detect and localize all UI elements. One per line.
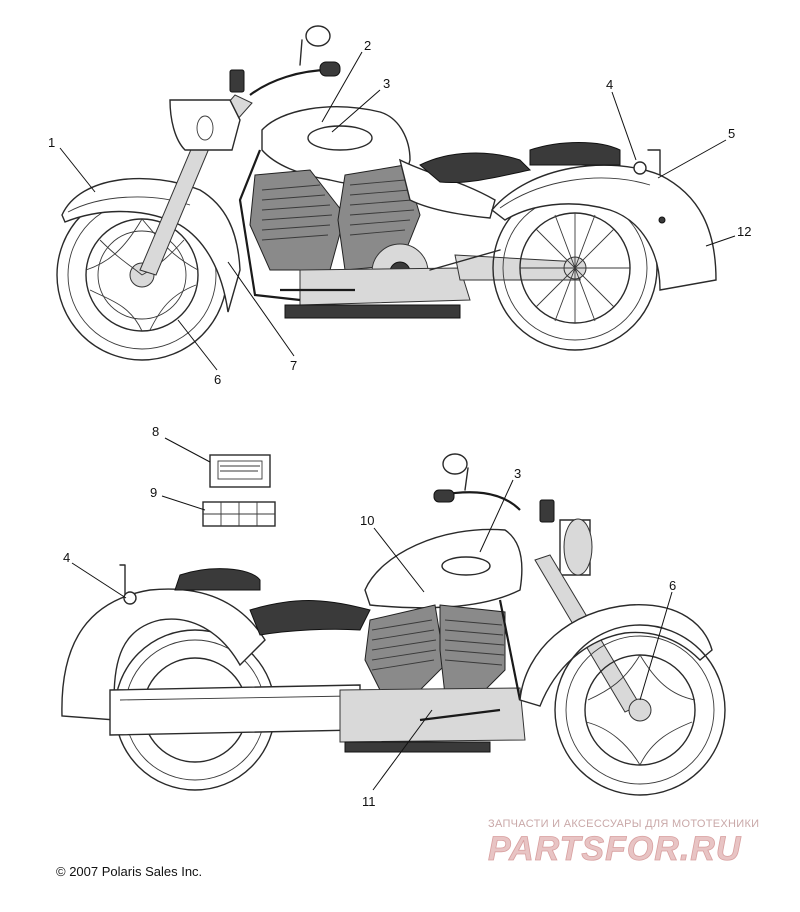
callout-4: 4 xyxy=(606,77,613,92)
rear-fender-top xyxy=(490,164,717,291)
callout-labels: 1 2 3 4 5 6 7 12 8 9 3 10 4 6 11 xyxy=(48,38,751,809)
callout-10: 10 xyxy=(360,513,374,528)
callout-8: 8 xyxy=(152,424,159,439)
callout-3: 3 xyxy=(383,76,390,91)
engine-bottom xyxy=(339,604,526,743)
callout-12: 12 xyxy=(737,224,751,239)
watermark-logo: PARTSFOR.RU xyxy=(488,830,742,866)
engine-top xyxy=(249,164,471,306)
front-fender-top xyxy=(61,177,241,313)
callout-11: 11 xyxy=(362,794,376,809)
watermark-tagline: ЗАПЧАСТИ И АКСЕССУАРЫ ДЛЯ МОТОТЕХНИКИ xyxy=(488,818,760,830)
front-fender-bottom xyxy=(519,604,713,707)
callout-6b: 6 xyxy=(669,578,676,593)
decal-9-illustration xyxy=(202,501,276,527)
motorcycle-right-side-view xyxy=(56,25,717,361)
motorcycle-left-side-view xyxy=(61,453,726,796)
callout-6: 6 xyxy=(214,372,221,387)
callout-3b: 3 xyxy=(514,466,521,481)
callout-leaders xyxy=(59,51,736,791)
callout-2: 2 xyxy=(364,38,371,53)
headlight-nacelle-top xyxy=(169,99,241,151)
front-wheel-bottom xyxy=(554,624,726,796)
callout-9: 9 xyxy=(150,485,157,500)
rear-fender-bottom xyxy=(61,588,266,721)
copyright-text: © 2007 Polaris Sales Inc. xyxy=(56,864,203,879)
watermark-logo-text: PARTSFOR.RU xyxy=(488,830,742,866)
swingarm-top xyxy=(454,254,581,281)
callout-5: 5 xyxy=(728,126,735,141)
callout-4b: 4 xyxy=(63,550,70,565)
callout-1: 1 xyxy=(48,135,55,150)
rear-wheel-top xyxy=(492,185,658,351)
decal-8-illustration xyxy=(209,454,271,488)
callout-7: 7 xyxy=(290,358,297,373)
